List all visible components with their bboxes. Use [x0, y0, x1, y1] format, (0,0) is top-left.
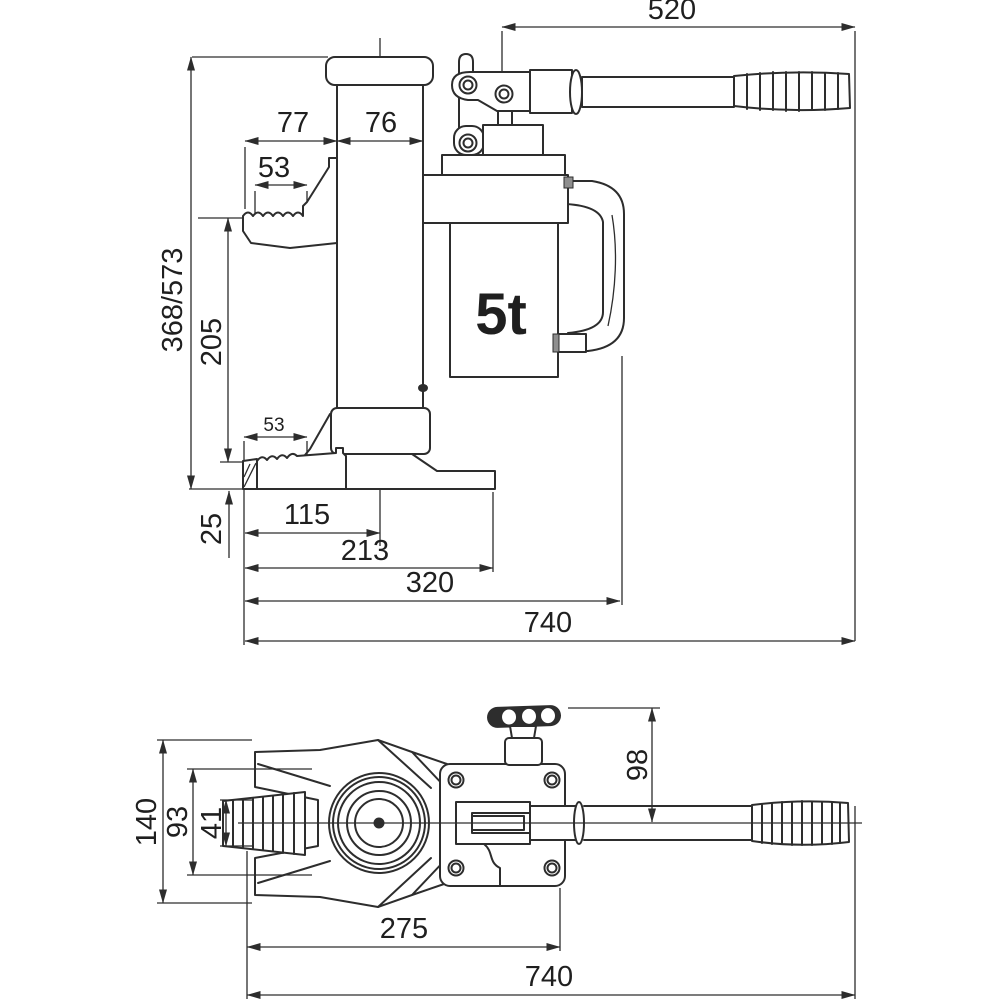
oil-tank	[449, 222, 559, 378]
dim-520: 520	[648, 0, 696, 26]
handle-mount-top	[563, 176, 574, 189]
dim-77: 77	[277, 107, 309, 139]
plan-view: 140 93 41 98 275 740	[131, 705, 862, 999]
handle-rod	[581, 76, 735, 108]
dim-140: 140	[131, 798, 163, 846]
dim-320: 320	[406, 567, 454, 599]
handle-grip	[733, 71, 851, 112]
pump-lever-assembly	[451, 53, 851, 156]
knob-stem	[509, 725, 537, 739]
side-view-dimensions: 520 77 76 53 368/573 205 53 25 115 213 3…	[157, 0, 856, 645]
socket-flange	[569, 69, 583, 115]
side-view: 5t 520 77 76 53 368/573 205 53 25 115 21…	[157, 0, 856, 645]
bolt-holes	[447, 771, 561, 877]
dim-76: 76	[365, 107, 397, 139]
dim-213: 213	[341, 535, 389, 567]
dim-368-573: 368/573	[157, 248, 189, 353]
dim-115: 115	[284, 499, 330, 531]
dim-275: 275	[380, 913, 428, 945]
jack-plan-geometry	[222, 705, 850, 908]
dim-98: 98	[622, 749, 654, 781]
datum-dot	[418, 384, 428, 392]
jack-side-geometry: 5t	[242, 53, 851, 490]
carry-handle	[557, 180, 625, 352]
toe-claw-lowered	[256, 447, 347, 490]
toe-claw-raised	[242, 157, 338, 249]
pump-block	[482, 124, 544, 156]
body-chamfer-lines	[257, 739, 448, 908]
dim-41: 41	[196, 807, 228, 839]
knob-base	[504, 737, 543, 766]
lever-ear	[458, 53, 474, 76]
column-collar	[330, 407, 431, 455]
base-foot	[336, 453, 496, 490]
pump-upper-flange	[441, 154, 566, 176]
handle-mount-bottom	[557, 333, 587, 353]
saddle-cap	[325, 56, 434, 86]
dim-53-lowered: 53	[263, 415, 284, 436]
grip-ribs	[746, 71, 839, 112]
dim-93: 93	[162, 806, 194, 838]
dim-740-plan: 740	[525, 961, 573, 993]
handle-socket	[529, 69, 573, 114]
pump-main-flange	[422, 174, 569, 224]
capacity-label: 5t	[475, 282, 527, 347]
dim-205: 205	[196, 318, 228, 366]
plan-view-dimensions: 140 93 41 98 275 740	[131, 707, 856, 999]
release-knob	[487, 705, 562, 728]
plate-contour-line	[483, 843, 501, 887]
claw-back-edge	[304, 413, 331, 456]
dim-740-side: 740	[524, 607, 572, 639]
plan-view-extension-lines	[157, 707, 862, 999]
dim-53-raised: 53	[258, 152, 290, 184]
dim-25: 25	[196, 513, 228, 545]
